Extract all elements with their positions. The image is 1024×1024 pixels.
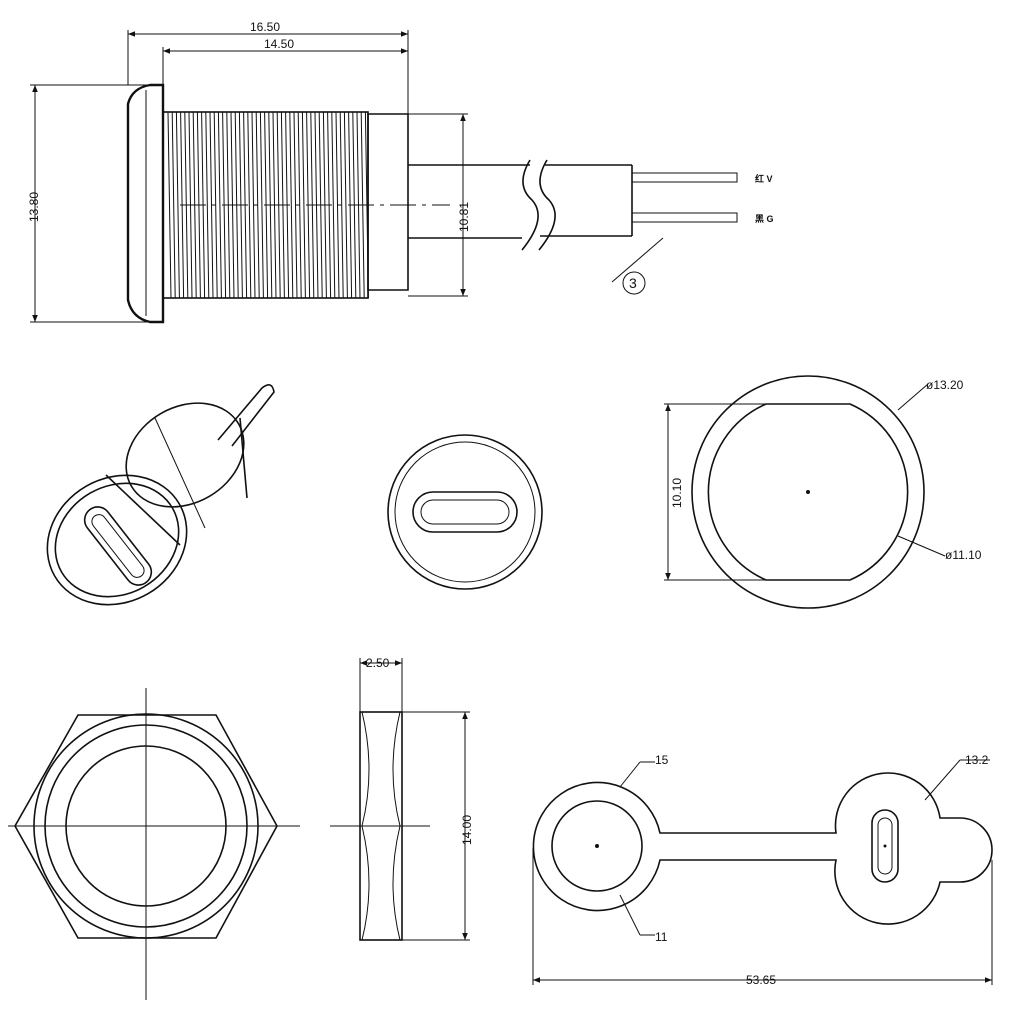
dim-nut-height: 14.00	[460, 815, 474, 845]
dim-outer-diameter: ø13.20	[926, 378, 964, 392]
leader-cap-size	[924, 759, 961, 801]
dim-ring-inner: 11	[655, 930, 668, 944]
wire-label-red: 红 V	[755, 173, 773, 184]
iso-pin	[217, 384, 275, 447]
thread-line	[167, 111, 172, 299]
leader-inner-diameter	[897, 535, 946, 557]
face-port-inner	[420, 499, 510, 525]
dim-body-height: 10.81	[457, 202, 471, 232]
wire-red	[631, 172, 738, 183]
dim-inner-diameter: ø11.10	[945, 548, 982, 562]
cap-port-inner	[877, 817, 893, 875]
face-port-outer	[412, 491, 518, 533]
iso-body-shade	[154, 417, 206, 529]
thread-line	[259, 111, 264, 299]
flange-outline	[126, 83, 165, 324]
center-point	[806, 490, 810, 494]
break-line-left	[521, 159, 539, 251]
thread-line	[217, 111, 222, 299]
cap-port-outer	[871, 809, 899, 883]
cap-ring-center	[595, 844, 599, 848]
side-view: 红 V 黑 G 3 16.50 14.50 13.80 10.81	[27, 20, 774, 324]
dim-ring-outer: 15	[655, 753, 669, 767]
cap-outline	[532, 772, 993, 925]
thread-line	[289, 111, 294, 299]
thread-line	[175, 111, 180, 299]
leader-ring-outer	[619, 761, 641, 788]
front-face-view	[387, 434, 543, 590]
cap-ring-inner	[551, 800, 643, 892]
rear-sleeve	[367, 113, 409, 291]
dim-thread-length: 14.50	[264, 37, 294, 51]
thread-line	[171, 111, 176, 299]
iso-port-inner	[91, 514, 145, 578]
dim-total-length: 53.65	[746, 973, 776, 987]
dim-flat-height: 10.10	[670, 478, 684, 508]
circle-view: 10.10 ø13.20 ø11.10	[664, 375, 982, 609]
thread-line	[293, 111, 298, 299]
isometric-view	[46, 384, 275, 606]
thread-line	[209, 111, 214, 299]
iso-flange-inner	[54, 482, 180, 598]
hex-nut-view	[8, 688, 300, 1000]
dim-flange-height: 13.80	[27, 192, 41, 222]
thread-line	[335, 111, 340, 299]
nut-side-view: 2.50 14.00	[330, 656, 474, 941]
iso-port-outer	[83, 506, 153, 586]
iso-body-edge	[239, 417, 248, 499]
callout-leader	[611, 237, 664, 283]
thread-line	[343, 111, 348, 299]
dim-cap-size: 13.2	[965, 753, 989, 767]
thread-line	[205, 111, 210, 299]
iso-flange-outer	[46, 474, 188, 606]
leader-outer-diameter	[897, 383, 929, 411]
thread-line	[251, 111, 256, 299]
dim-thickness: 2.50	[366, 656, 390, 670]
face-inner-ring	[394, 441, 536, 583]
face-outer-ring	[387, 434, 543, 590]
dim-overall-length: 16.50	[250, 20, 280, 34]
break-line-right	[538, 159, 556, 251]
thread-line	[247, 111, 252, 299]
wire-black	[631, 212, 738, 223]
iso-body-edge	[105, 474, 181, 546]
callout-number: 3	[629, 275, 637, 291]
thread-line	[331, 111, 336, 299]
leader-ring-inner	[619, 894, 641, 936]
callout-circle	[622, 271, 646, 295]
iso-rear-cap	[125, 402, 245, 508]
dust-cap-view: 15 11 13.2 53.65	[532, 753, 993, 987]
cap-port-center	[883, 844, 887, 848]
thread-line	[301, 111, 306, 299]
wire-label-black: 黑 G	[755, 214, 774, 224]
outer-circle	[691, 375, 925, 609]
inner-flatted-circle	[707, 403, 909, 581]
